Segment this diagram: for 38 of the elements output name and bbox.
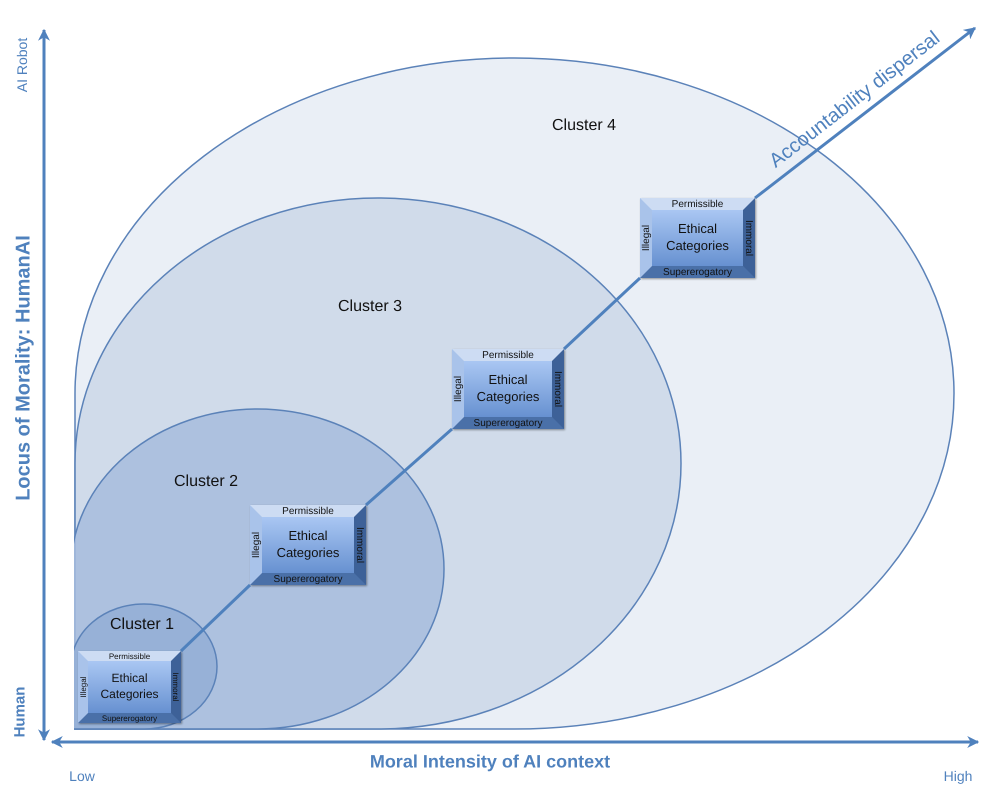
right-bevel-label: Immoral	[171, 672, 181, 704]
right-bevel-label: Immoral	[552, 370, 564, 410]
bottom-bevel-label: Supererogatory	[662, 266, 733, 278]
top-bevel-label: Permissible	[670, 198, 724, 210]
center-label: Ethical Categories	[665, 220, 730, 255]
bottom-bevel-label: Supererogatory	[100, 713, 158, 723]
center-label: Ethical Categories	[99, 670, 160, 703]
center-label: Ethical Categories	[276, 527, 340, 562]
left-bevel-label: Illegal	[78, 676, 88, 700]
ethical-categories-box	[452, 349, 564, 429]
cluster-label: Cluster 3	[338, 298, 402, 316]
left-bevel-label: Illegal	[250, 530, 262, 560]
right-bevel-label: Immoral	[743, 218, 755, 258]
ethical-categories-box	[78, 651, 181, 723]
axis-label: AI Robot	[14, 38, 30, 92]
connector-line	[754, 26, 976, 200]
center-label: Ethical Categories	[476, 371, 540, 406]
top-bevel-label: Permissible	[108, 651, 152, 661]
cluster-label: Cluster 1	[110, 616, 174, 634]
connector-line	[365, 428, 453, 506]
left-bevel-label: Illegal	[452, 374, 464, 404]
ethical-categories-box	[250, 505, 366, 585]
axis-label: Human	[12, 686, 28, 738]
bottom-bevel-label: Supererogatory	[472, 417, 544, 429]
right-bevel-label: Immoral	[354, 526, 366, 566]
connector-line	[180, 584, 252, 652]
cluster-label: Cluster 2	[174, 473, 238, 491]
axis-label: Locus of Morality: HumanAI	[12, 235, 36, 501]
axis-label: High	[944, 768, 972, 784]
axis-label: Low	[69, 768, 95, 784]
axis-label: Moral Intensity of AI context	[370, 752, 610, 772]
top-bevel-label: Permissible	[281, 505, 335, 517]
left-bevel-label: Illegal	[640, 224, 652, 254]
bottom-bevel-label: Supererogatory	[272, 573, 344, 585]
connector-line	[562, 276, 642, 350]
ethical-categories-box	[640, 198, 755, 278]
cluster-label: Cluster 4	[552, 117, 616, 135]
top-bevel-label: Permissible	[481, 349, 535, 361]
